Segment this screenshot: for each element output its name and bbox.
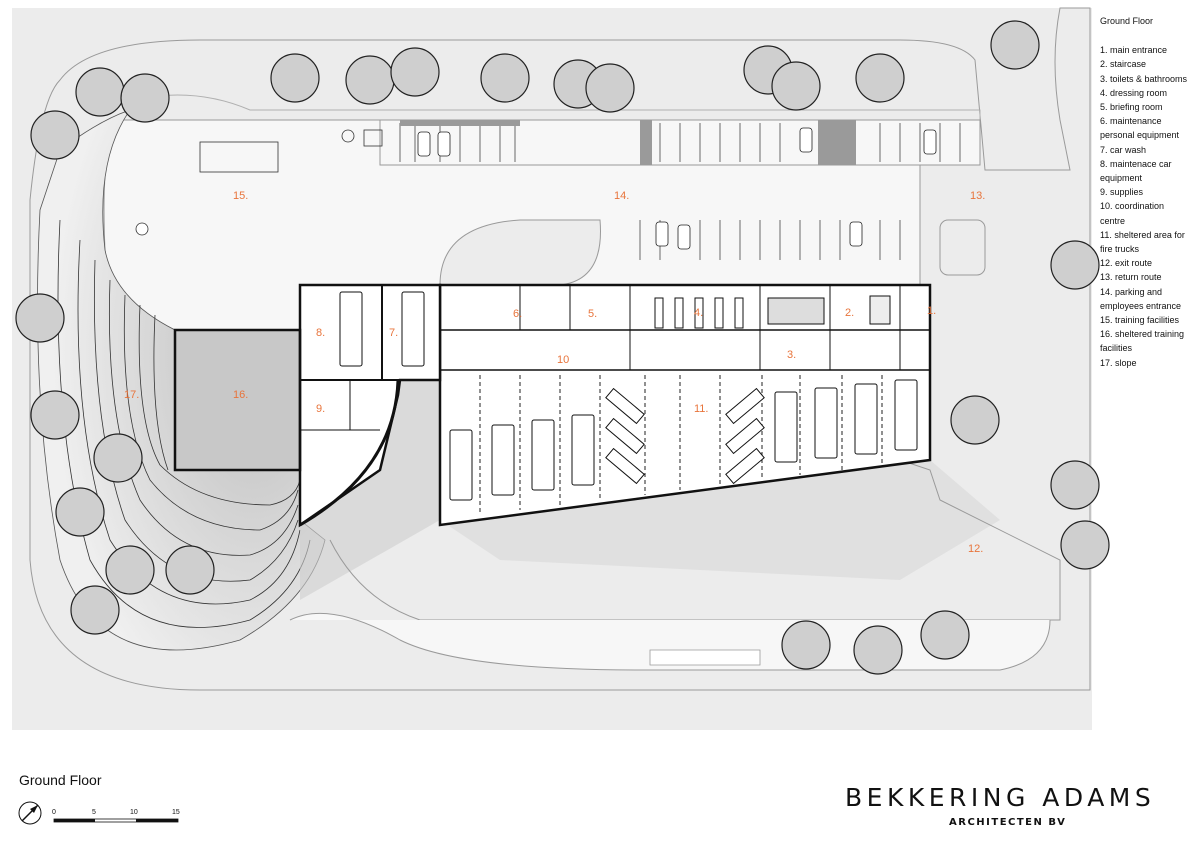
plan-label-3: 3. xyxy=(787,349,796,361)
plan-label-14: 14. xyxy=(614,190,629,202)
scale-bar: 0 5 10 15 xyxy=(18,801,180,825)
plan-label-8: 8. xyxy=(316,327,325,339)
legend-item: 3. toilets & bathrooms xyxy=(1100,73,1188,84)
legend: Ground Floor 1. main entrance 2. stairca… xyxy=(1100,14,1188,370)
plan-label-4: 4. xyxy=(694,307,703,319)
scale-tick-0: 0 xyxy=(52,809,56,816)
legend-title: Ground Floor xyxy=(1100,16,1154,26)
legend-item: 11. sheltered area for fire trucks xyxy=(1100,229,1185,255)
plan-title: Ground Floor xyxy=(19,772,102,788)
legend-item: 10. coordination centre xyxy=(1100,201,1165,226)
scale-tick-15: 15 xyxy=(172,809,180,816)
lower-road xyxy=(329,459,1061,621)
legend-item: 14. parking and employees entrance xyxy=(1100,286,1182,311)
legend-item: 13. return route xyxy=(1100,272,1162,283)
scale-tick-10: 10 xyxy=(130,809,138,816)
legend-item: 7. car wash xyxy=(1100,144,1147,155)
plan-label-10: 10 xyxy=(557,354,569,366)
plan-label-1: 1. xyxy=(927,305,936,317)
scale-tick-5: 5 xyxy=(92,809,96,816)
plan-label-2: 2. xyxy=(845,307,854,319)
architect-logo: BEKKERING ADAMS ARCHITECTEN BV xyxy=(845,783,1175,833)
plan-label-15: 15. xyxy=(233,190,248,202)
legend-item: 2. staircase xyxy=(1100,59,1147,70)
architect-subtitle: ARCHITECTEN BV xyxy=(949,817,1067,828)
legend-item: 15. training facilities xyxy=(1100,315,1180,326)
architect-name: BEKKERING ADAMS xyxy=(845,783,1156,812)
legend-item: 5. briefing room xyxy=(1100,102,1163,113)
legend-item: 8. maintenace car equipment xyxy=(1100,158,1172,184)
site-path-outline xyxy=(29,7,1091,691)
legend-item: 17. slope xyxy=(1100,357,1137,368)
plan-label-17: 17. xyxy=(124,389,139,401)
trees xyxy=(15,20,1110,675)
legend-item: 9. supplies xyxy=(1100,187,1144,198)
north-arrow-icon xyxy=(18,801,42,825)
legend-item: 4. dressing room xyxy=(1100,87,1168,98)
legend-list: 1. main entrance 2. staircase 3. toilets… xyxy=(1100,43,1188,370)
plan-label-9: 9. xyxy=(316,403,325,415)
plan-label-5: 5. xyxy=(588,308,597,320)
plan-label-16: 16. xyxy=(233,389,248,401)
plan-label-11: 11. xyxy=(694,403,708,415)
legend-item: 6. maintenance personal equipment xyxy=(1100,116,1180,141)
plan-label-7: 7. xyxy=(389,327,398,339)
legend-item: 16. sheltered training facilities xyxy=(1100,329,1185,354)
plan-label-12: 12. xyxy=(968,543,983,555)
plan-label-13: 13. xyxy=(970,190,985,202)
legend-item: 1. main entrance xyxy=(1100,45,1168,56)
parked-cars xyxy=(417,127,937,250)
fire-trucks xyxy=(339,291,918,501)
legend-item: 12. exit route xyxy=(1100,258,1153,269)
plan-label-6: 6. xyxy=(513,308,522,320)
plan-labels: 1. 2. 3. 4. 5. 6. 7. 8. 9. 10 11. 12. 13… xyxy=(124,190,985,555)
